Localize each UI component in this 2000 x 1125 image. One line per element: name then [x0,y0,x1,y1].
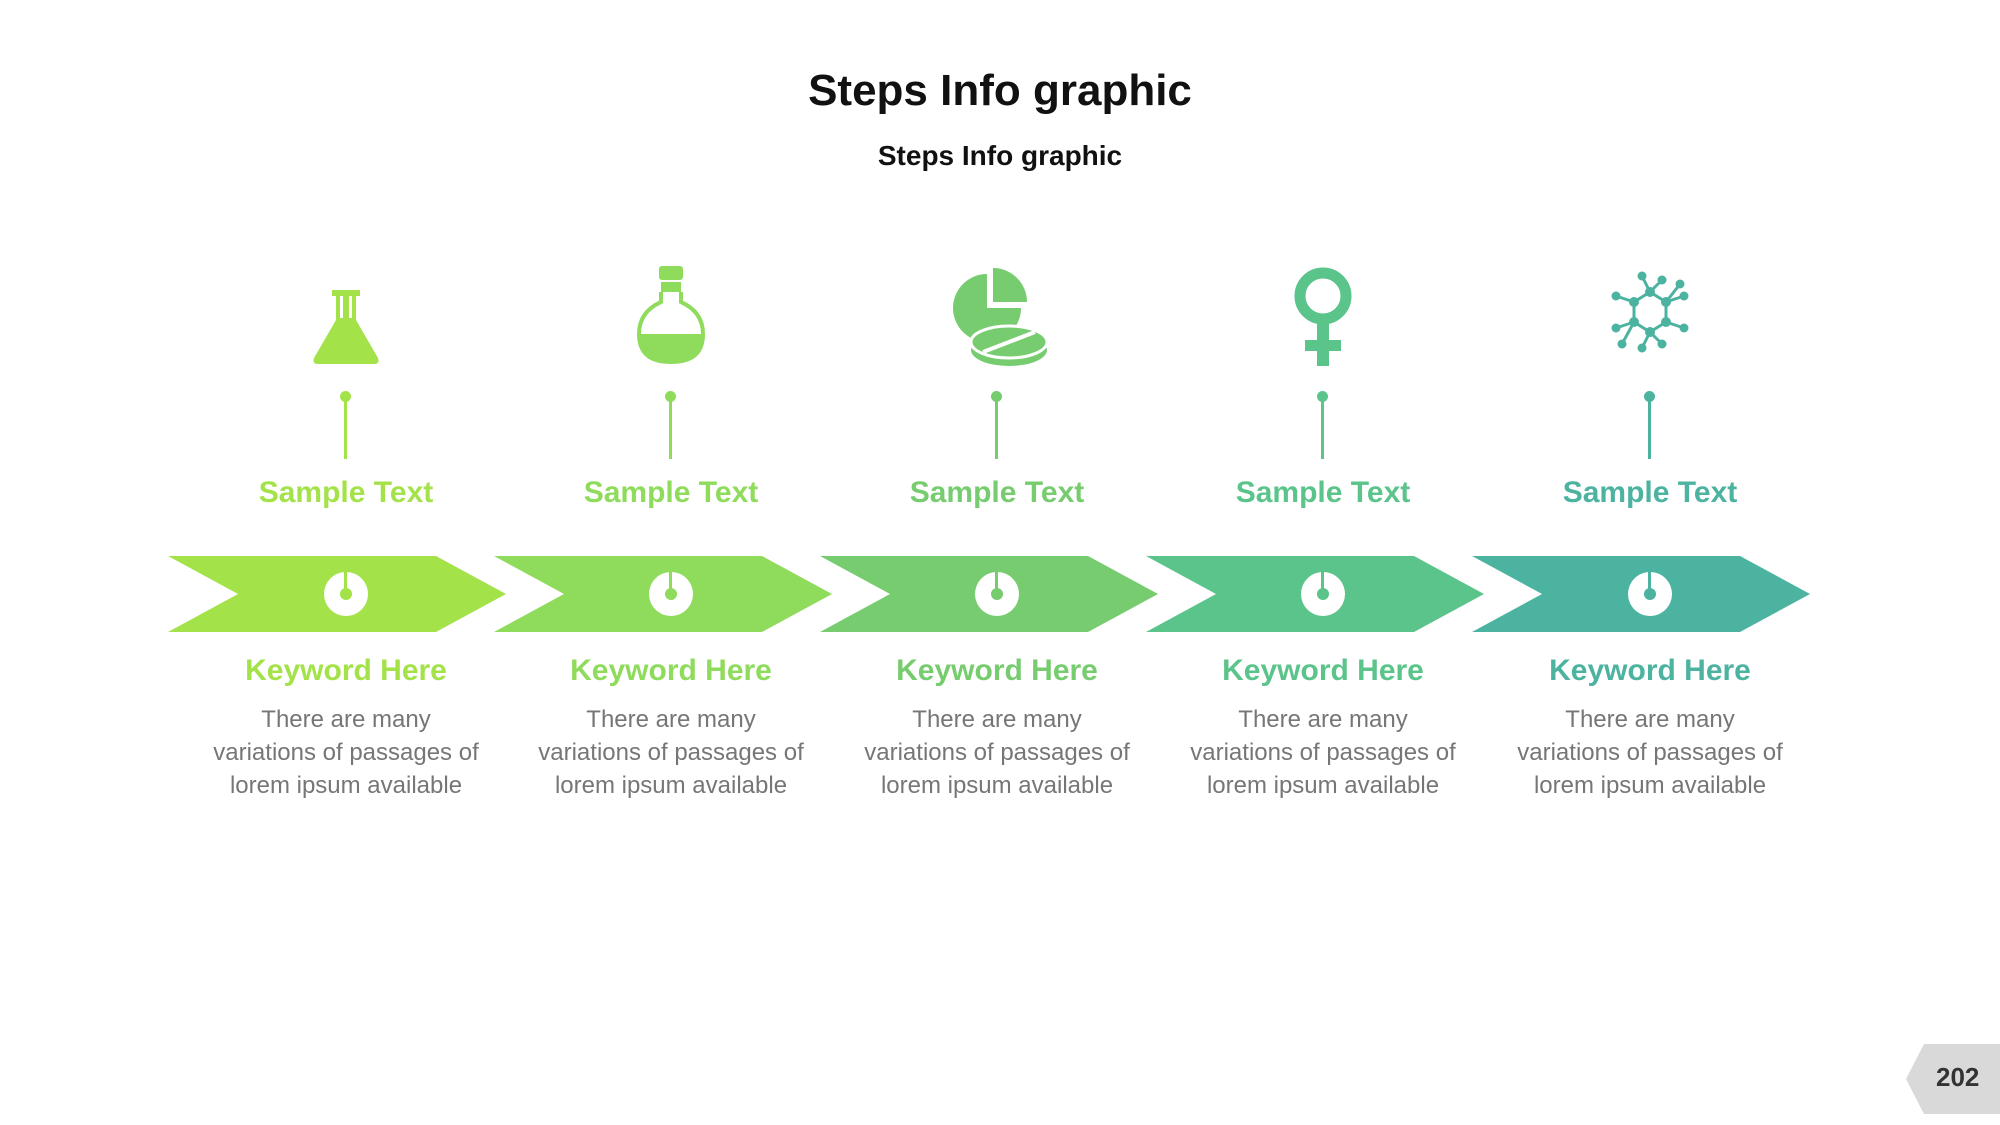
step-marker [1301,572,1345,616]
step-4: Sample Text Keyword Here There are many … [1160,0,1486,1125]
step-description: There are many variations of passages of… [538,706,804,799]
pill-chart-icon [953,268,1047,366]
marker-stem [669,572,672,594]
connector-dot [665,391,676,402]
step-description: There are many variations of passages of… [1517,706,1783,799]
connector-dot [991,391,1002,402]
marker-dot [991,588,1003,600]
connector-line [1648,396,1651,459]
step-marker [324,572,368,616]
step-3: Sample Text Keyword Here There are many … [834,0,1160,1125]
connector-line [344,396,347,459]
connector-line [1321,396,1324,459]
connector-line [995,396,998,459]
step-keyword: Keyword Here [896,654,1098,687]
step-marker [975,572,1019,616]
step-heading: Sample Text [909,476,1085,509]
marker-stem [344,572,347,594]
connector-dot [1644,391,1655,402]
step-keyword: Keyword Here [1549,654,1751,687]
step-5: Sample Text Keyword Here There are many … [1487,0,1813,1125]
page-subtitle: Steps Info graphic [877,140,1123,171]
step-keyword: Keyword Here [245,654,447,687]
step-heading: Sample Text [258,476,434,509]
female-symbol-icon [1294,267,1352,366]
page-number-badge [1906,1044,2000,1114]
step-keyword: Keyword Here [1222,654,1424,687]
step-description: There are many variations of passages of… [864,706,1130,799]
marker-stem [995,572,998,594]
step-1: Sample Text Keyword Here There are many … [183,0,509,1125]
marker-dot [1317,588,1329,600]
step-keyword: Keyword Here [570,654,772,687]
step-heading: Sample Text [583,476,759,509]
flask-icon [313,290,379,364]
step-description: There are many variations of passages of… [1190,706,1456,799]
connector-dot [340,391,351,402]
potion-bottle-icon [637,266,705,364]
marker-stem [1648,572,1651,594]
connector-dot [1317,391,1328,402]
marker-stem [1321,572,1324,594]
marker-dot [665,588,677,600]
step-marker [1628,572,1672,616]
page-number: 202 [1936,1062,1980,1092]
molecule-icon [1611,271,1689,353]
step-heading: Sample Text [1562,476,1738,509]
step-description: There are many variations of passages of… [213,706,479,799]
marker-dot [1644,588,1656,600]
step-heading: Sample Text [1235,476,1411,509]
step-marker [649,572,693,616]
connector-line [669,396,672,459]
page-title: Steps Info graphic [808,66,1192,115]
step-2: Sample Text Keyword Here There are many … [508,0,834,1125]
marker-dot [340,588,352,600]
